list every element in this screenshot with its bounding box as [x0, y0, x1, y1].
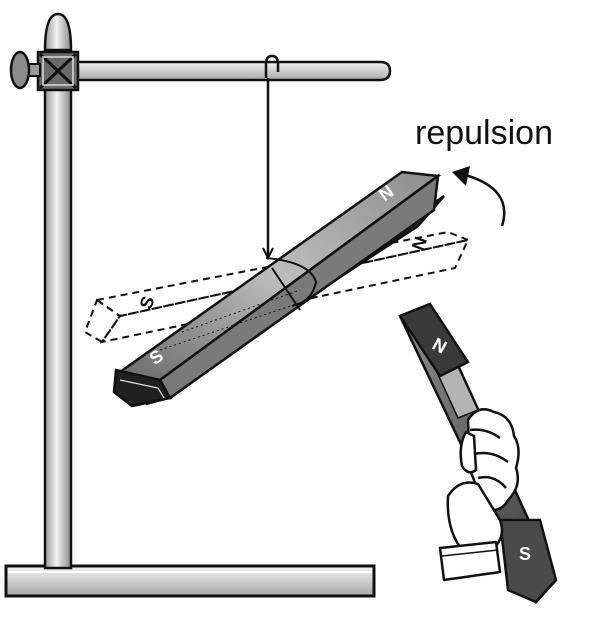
retort-stand — [4, 12, 392, 598]
hand-magnet-south-end — [498, 518, 558, 604]
suspended-magnet-top-face — [116, 170, 442, 382]
hand-south-label: S — [519, 544, 531, 564]
stand-arm — [64, 60, 392, 82]
original-south-label: S — [136, 293, 159, 311]
hook — [264, 54, 280, 78]
clamp-screw-knob — [9, 50, 31, 90]
hand — [438, 408, 520, 582]
original-position-magnet — [83, 230, 472, 344]
stand-rod — [43, 78, 73, 570]
hand-fingers — [466, 408, 520, 512]
suspension-thread — [262, 54, 280, 261]
hand-magnet-north-end — [398, 302, 470, 378]
stand-base — [4, 564, 376, 598]
repulsion-arrow — [452, 166, 506, 227]
repulsion-caption: repulsion — [415, 114, 553, 152]
original-north-label: N — [408, 234, 431, 253]
stand-rod-cap — [43, 12, 73, 52]
suspended-magnet-south-end — [112, 368, 172, 408]
suspended-magnet — [112, 170, 445, 408]
hand-cuff — [438, 540, 502, 582]
hand-palm — [446, 481, 504, 554]
hand-thumb — [459, 430, 478, 474]
suspended-magnet-side-face — [158, 173, 440, 400]
